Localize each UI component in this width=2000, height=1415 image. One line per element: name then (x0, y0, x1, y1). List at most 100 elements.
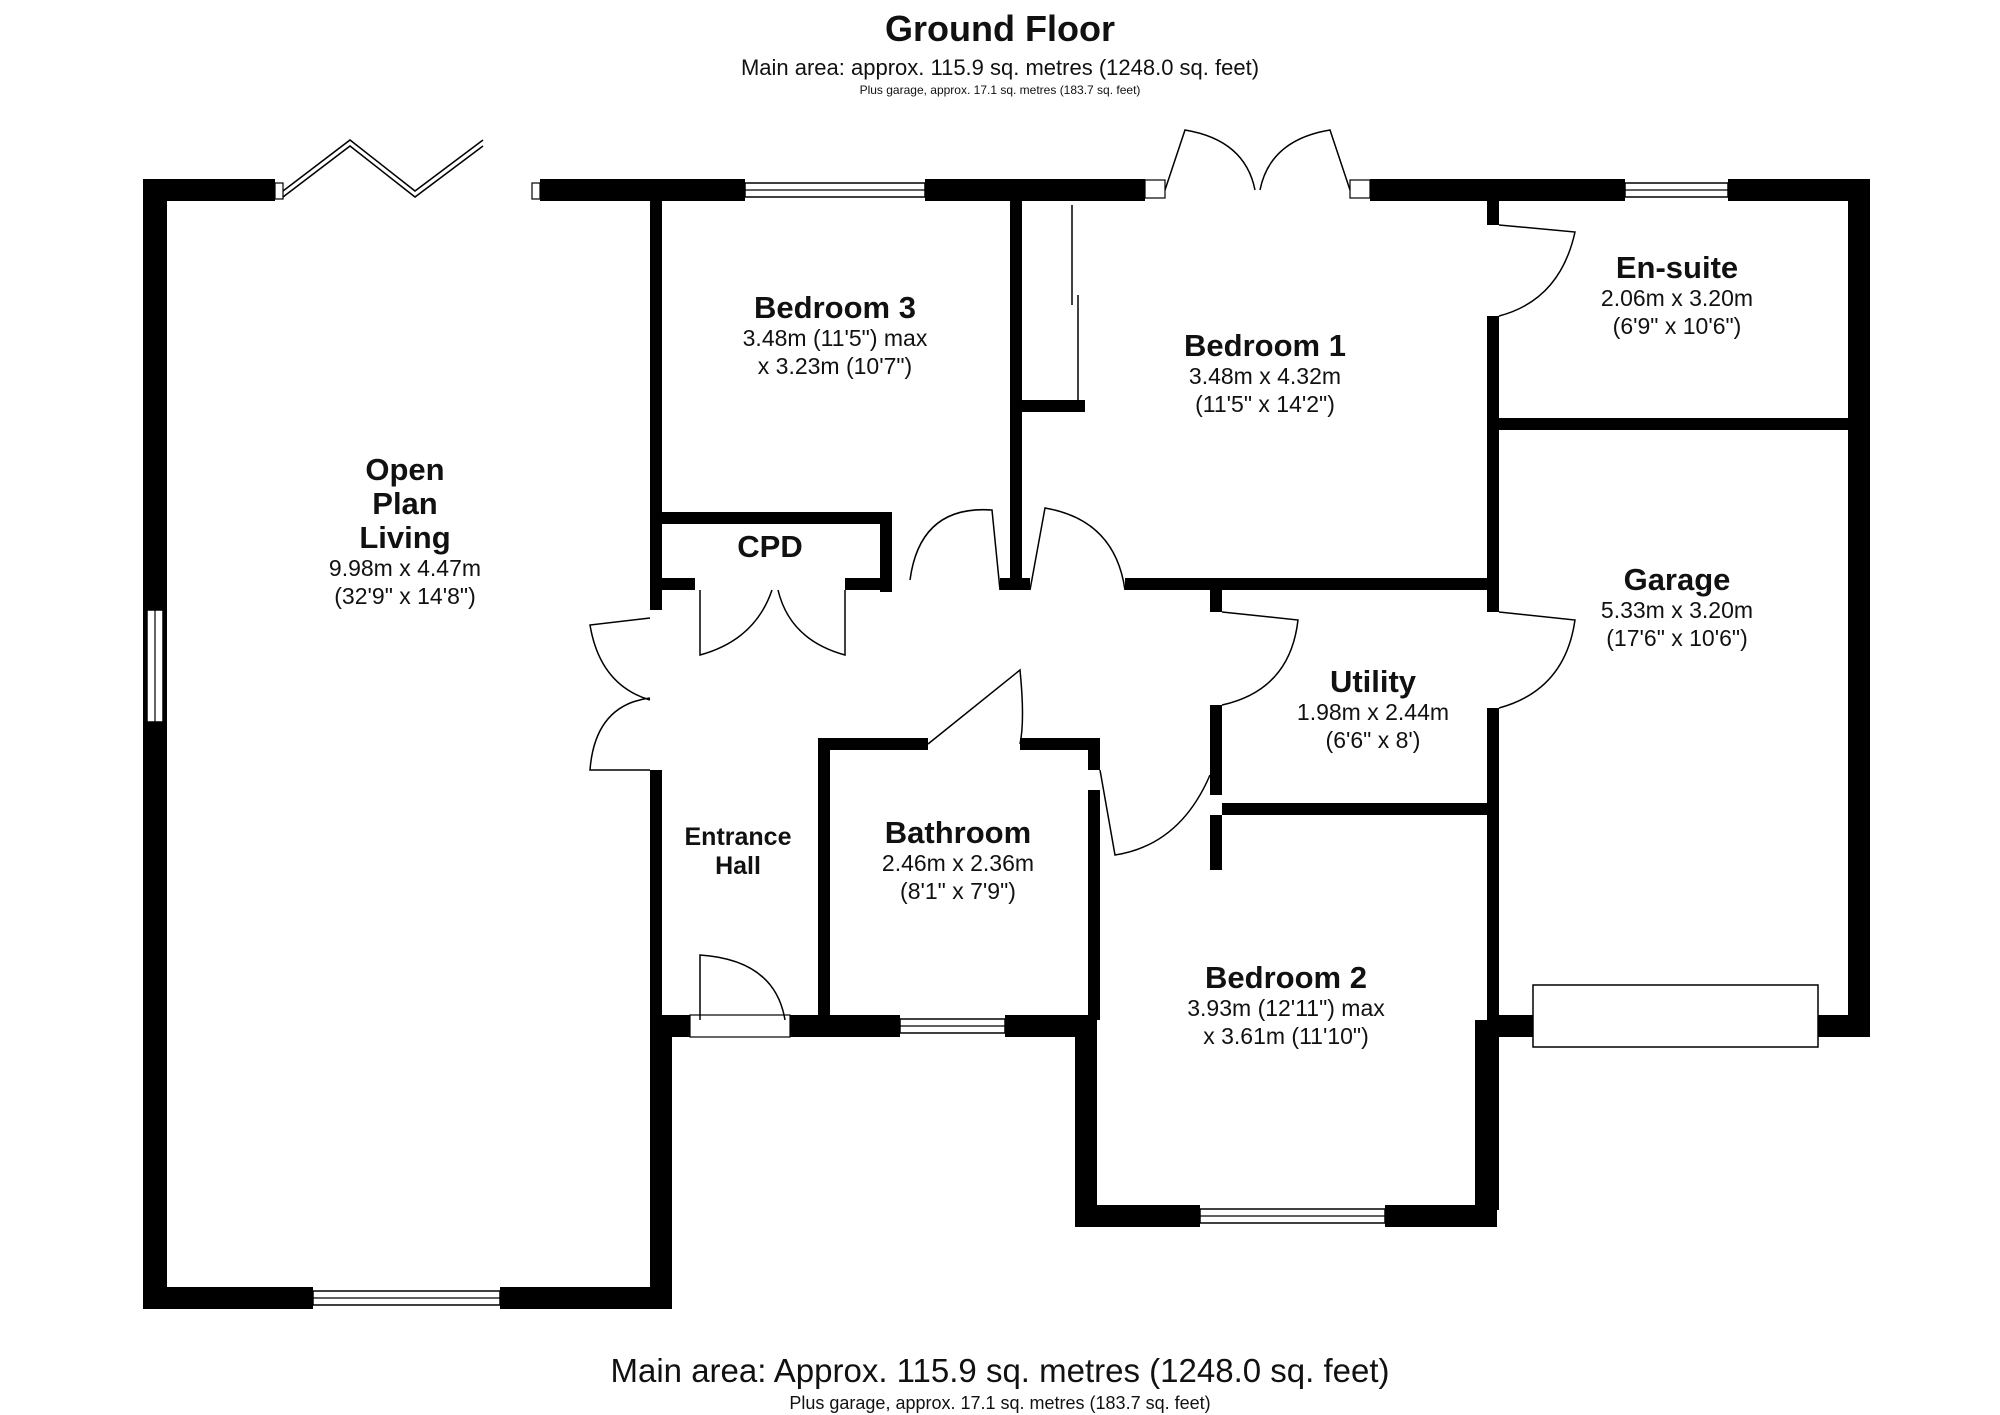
french-door (1164, 129, 1256, 191)
room-name: CPD (737, 529, 802, 564)
room-name: Plan (372, 486, 437, 521)
floor-title: Ground Floor (885, 8, 1115, 49)
entrance-door (699, 954, 786, 1021)
room-dimensions: x 3.61m (11'10") (1203, 1023, 1369, 1049)
wall (1005, 1015, 1095, 1037)
wall (880, 512, 892, 592)
wall (1487, 580, 1499, 612)
room-name: Utility (1330, 664, 1417, 699)
wall (1222, 803, 1497, 815)
wall (1020, 738, 1100, 750)
wall (650, 1015, 690, 1037)
door-stop (531, 182, 541, 200)
wall (1210, 590, 1222, 612)
room-name: Entrance (685, 823, 792, 851)
wall (1088, 738, 1100, 770)
wall (1487, 316, 1499, 590)
room-dimensions: (17'6" x 10'6") (1606, 625, 1747, 651)
wall (1210, 705, 1222, 795)
french-door (1259, 129, 1351, 191)
wall (1818, 1015, 1870, 1037)
room-dimensions: 2.06m x 3.20m (1601, 285, 1753, 311)
door-stop (1144, 179, 1166, 199)
room-name: Garage (1624, 562, 1731, 597)
wall (1475, 1020, 1497, 1227)
room-labels: Open Plan Living 9.98m x 4.47m (32'9" x … (329, 250, 1753, 1049)
room-dimensions: (6'6" x 8') (1326, 727, 1421, 753)
garage-area-note: Plus garage, approx. 17.1 sq. metres (18… (859, 83, 1141, 97)
main-area-note: Main area: approx. 115.9 sq. metres (124… (740, 55, 1260, 80)
doors (282, 129, 1576, 1038)
open-plan-door (589, 617, 651, 701)
cpd-door (699, 589, 773, 656)
bedroom1-door (1029, 507, 1126, 591)
bathroom-door (927, 668, 1024, 745)
wall (1487, 190, 1499, 225)
wall (790, 1015, 900, 1037)
room-dimensions: 5.33m x 3.20m (1601, 597, 1753, 623)
windows (146, 179, 1819, 1306)
wall (925, 179, 1145, 201)
bedroom2-door (1099, 769, 1211, 856)
cpd-door (777, 589, 846, 656)
wall (1075, 1015, 1097, 1227)
room-name: Bedroom 3 (754, 290, 916, 325)
wall (818, 738, 830, 1028)
wall (1088, 790, 1100, 1020)
room-name: Living (359, 520, 450, 555)
wall (818, 738, 928, 750)
utility-door (1221, 611, 1299, 706)
wall (500, 1287, 672, 1309)
footer-main-area: Main area: Approx. 115.9 sq. metres (124… (610, 1352, 1390, 1389)
wall (143, 1287, 313, 1309)
room-dimensions: 3.93m (12'11") max (1187, 995, 1385, 1021)
wall (1385, 1205, 1497, 1227)
wall (650, 770, 662, 1020)
wall (1210, 815, 1222, 870)
room-name: Open (365, 452, 444, 487)
wall (1000, 578, 1030, 590)
walls (143, 179, 1870, 1309)
room-dimensions: 3.48m x 4.32m (1189, 363, 1341, 389)
room-name: Hall (715, 852, 761, 880)
wall (650, 1015, 672, 1309)
bifold-door (282, 139, 484, 192)
door-stop (274, 182, 284, 200)
wall (1848, 179, 1870, 1037)
room-dimensions: 1.98m x 2.44m (1297, 699, 1449, 725)
garage-door (1532, 984, 1819, 1048)
footer-garage-note: Plus garage, approx. 17.1 sq. metres (18… (789, 1393, 1211, 1413)
wall (1487, 418, 1857, 430)
wall (1728, 179, 1865, 201)
wall (1125, 578, 1495, 590)
room-name: En-suite (1616, 250, 1738, 285)
wall (143, 179, 167, 1309)
room-name: Bedroom 2 (1205, 960, 1367, 995)
room-dimensions: 9.98m x 4.47m (329, 555, 481, 581)
room-name: Bedroom 1 (1184, 328, 1346, 363)
door-stop (1349, 179, 1371, 199)
wall (845, 578, 892, 590)
wall (650, 190, 662, 610)
garage-side-door (1498, 611, 1576, 709)
wall (1010, 400, 1085, 412)
room-dimensions: 2.46m x 2.36m (882, 850, 1034, 876)
room-dimensions: (11'5" x 14'2") (1195, 391, 1335, 417)
bedroom3-door (909, 508, 1001, 591)
wall (1493, 1015, 1533, 1037)
bifold-door (282, 145, 484, 198)
room-name: Bathroom (885, 815, 1031, 850)
room-dimensions: 3.48m (11'5") max (743, 325, 928, 351)
wall (540, 179, 745, 201)
room-dimensions: (6'9" x 10'6") (1613, 313, 1742, 339)
wall (143, 179, 275, 201)
room-dimensions: x 3.23m (10'7") (758, 353, 912, 379)
wall (1075, 1205, 1200, 1227)
door-frame (689, 1014, 791, 1038)
wall (660, 578, 695, 590)
room-dimensions: (32'9" x 14'8") (334, 583, 475, 609)
wall (1010, 190, 1022, 590)
open-plan-door (589, 697, 651, 771)
ensuite-door (1498, 224, 1576, 317)
